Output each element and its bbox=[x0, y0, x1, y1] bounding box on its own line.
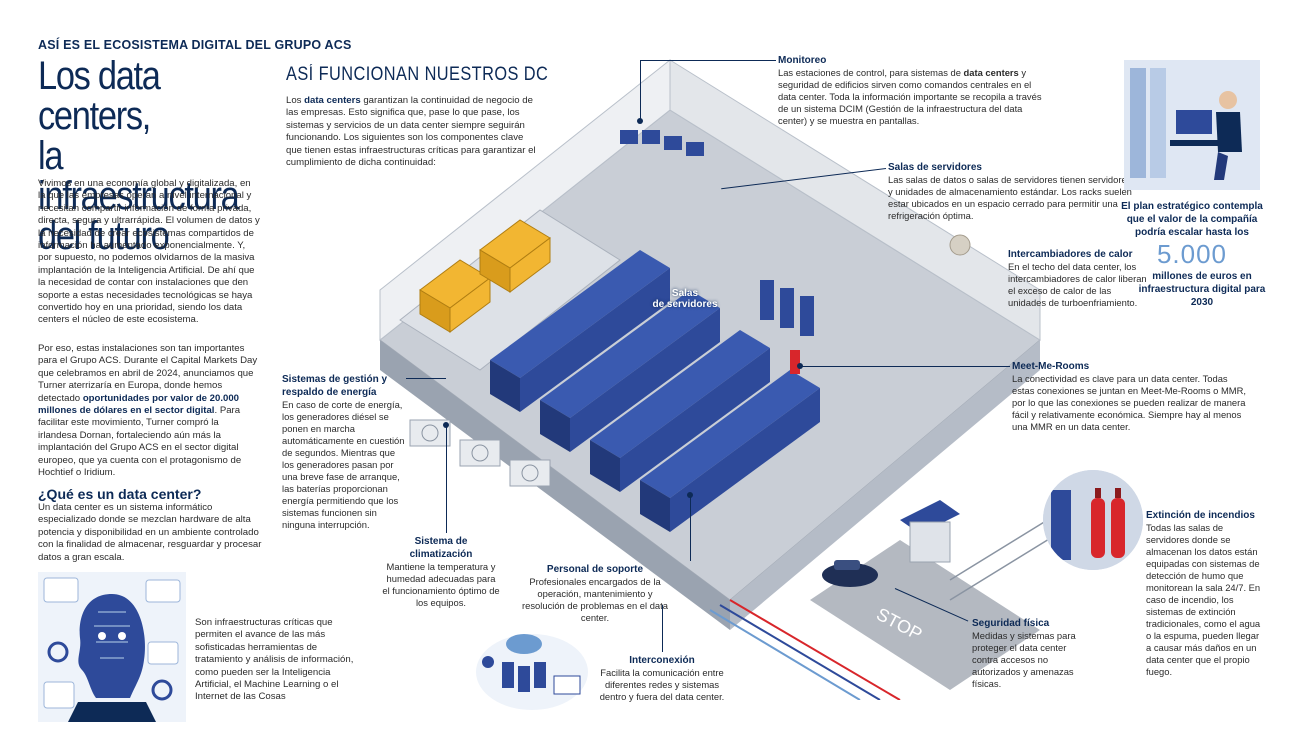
server-racks bbox=[490, 250, 820, 532]
salas-inline-line-1: Salas bbox=[671, 288, 699, 299]
callout-interconexion: Interconexión Facilita la comunicación e… bbox=[592, 654, 732, 703]
intro-p2-text-a: Por eso, estas instalaciones son tan imp… bbox=[38, 343, 258, 404]
climatizacion-body: Mantiene la temperatura y humedad adecua… bbox=[382, 561, 500, 608]
plan-number: 5.000 bbox=[1156, 239, 1228, 269]
kicker: ASÍ ES EL ECOSISTEMA DIGITAL DEL GRUPO A… bbox=[38, 38, 352, 52]
what-body: Un data center es un sistema informático… bbox=[38, 502, 262, 563]
callout-salas: Salas de servidores Las salas de datos o… bbox=[888, 161, 1133, 222]
meetme-body: La conectividad es clave para un data ce… bbox=[1012, 373, 1246, 432]
salas-title: Salas de servidores bbox=[888, 162, 982, 173]
seguridad-body: Medidas y sistemas para proteger el data… bbox=[972, 630, 1076, 689]
ai-head-illustration bbox=[38, 572, 186, 722]
intro-paragraph-2: Por eso, estas instalaciones son tan imp… bbox=[38, 343, 260, 479]
interconnection-illustration bbox=[472, 622, 592, 714]
salas-inline-label: Salas de servidores bbox=[645, 288, 725, 310]
page-title: Los data centers, la infraestructura del… bbox=[38, 56, 244, 256]
monitoreo-body-bold: data centers bbox=[963, 67, 1019, 78]
intro-p2-text-b: . Para facilitar este movimiento, Turner… bbox=[38, 405, 242, 479]
section-intro: Los data centers garantizan la continuid… bbox=[286, 95, 541, 169]
monitoreo-body-a: Las estaciones de control, para sistemas… bbox=[778, 67, 964, 78]
callout-monitoreo: Monitoreo Las estaciones de control, par… bbox=[778, 54, 1048, 127]
section-intro-a: Los bbox=[286, 95, 305, 106]
personal-title: Personal de soporte bbox=[546, 564, 644, 575]
meetme-title: Meet-Me-Rooms bbox=[1012, 361, 1090, 372]
data-center-illustration: STOP bbox=[340, 40, 1081, 701]
intro-paragraph-1: Vivimos en una economía global y digital… bbox=[38, 178, 260, 326]
section-intro-bold: data centers bbox=[304, 95, 361, 106]
salas-body: Las salas de datos o salas de servidores… bbox=[888, 174, 1132, 221]
ai-caption: Son infraestructuras críticas que permit… bbox=[195, 617, 354, 703]
section-title: ASÍ FUNCIONAN NUESTROS DC bbox=[286, 64, 549, 85]
callout-extincion: Extinción de incendios Todas las salas d… bbox=[1146, 509, 1264, 678]
extincion-title: Extinción de incendios bbox=[1146, 510, 1255, 521]
callout-gestion: Sistemas de gestión y respaldo de energí… bbox=[282, 373, 406, 531]
climatizacion-title: Sistema de climatización bbox=[409, 536, 473, 560]
intro-p2-bold: oportunidades por valor de 20.000 millon… bbox=[38, 392, 240, 417]
gestion-title: Sistemas de gestión y respaldo de energí… bbox=[282, 374, 388, 398]
callout-meetme: Meet-Me-Rooms La conectividad es clave p… bbox=[1012, 360, 1252, 433]
monitoreo-body-b: y seguridad de edificios sirven como com… bbox=[778, 67, 1042, 126]
extincion-body: Todas las salas de servidores donde se a… bbox=[1146, 522, 1261, 677]
callout-personal: Personal de soporte Profesionales encarg… bbox=[515, 563, 675, 624]
plan-block: El plan estratégico contempla que el val… bbox=[1114, 200, 1270, 309]
title-line-3: del futuro bbox=[38, 214, 170, 258]
gestion-body: En caso de corte de energía, los generad… bbox=[282, 399, 405, 530]
monitoreo-title: Monitoreo bbox=[778, 55, 827, 66]
callout-climatizacion: Sistema de climatización Mantiene la tem… bbox=[382, 535, 500, 609]
seguridad-title: Seguridad física bbox=[972, 618, 1050, 629]
section-intro-b: garantizan la continuidad de negocio de … bbox=[286, 95, 536, 169]
monitoreo-body: Las estaciones de control, para sistemas… bbox=[778, 67, 1048, 127]
interconexion-title: Interconexión bbox=[629, 655, 695, 666]
title-line-2: la infraestructura bbox=[38, 134, 240, 218]
plan-post: millones de euros en infraestructura dig… bbox=[1138, 271, 1266, 308]
intercambiadores-title: Intercambiadores de calor bbox=[1008, 249, 1133, 260]
callout-intercambiadores: Intercambiadores de calor En el techo de… bbox=[1008, 248, 1148, 309]
salas-inline-line-2: de servidores bbox=[652, 299, 718, 310]
interconexion-body: Facilita la comunicación entre diferente… bbox=[599, 667, 725, 702]
callout-seguridad: Seguridad física Medidas y sistemas para… bbox=[972, 617, 1090, 690]
fire-extinguisher-illustration bbox=[1043, 470, 1143, 570]
what-title: ¿Qué es un data center? bbox=[38, 486, 202, 502]
personal-body: Profesionales encargados de la operación… bbox=[522, 576, 668, 623]
plan-pre: El plan estratégico contempla que el val… bbox=[1121, 201, 1263, 238]
monitoring-operator-illustration bbox=[1124, 60, 1260, 190]
title-line-1: Los data centers, bbox=[38, 54, 161, 138]
intercambiadores-body: En el techo del data center, los interca… bbox=[1008, 261, 1147, 308]
